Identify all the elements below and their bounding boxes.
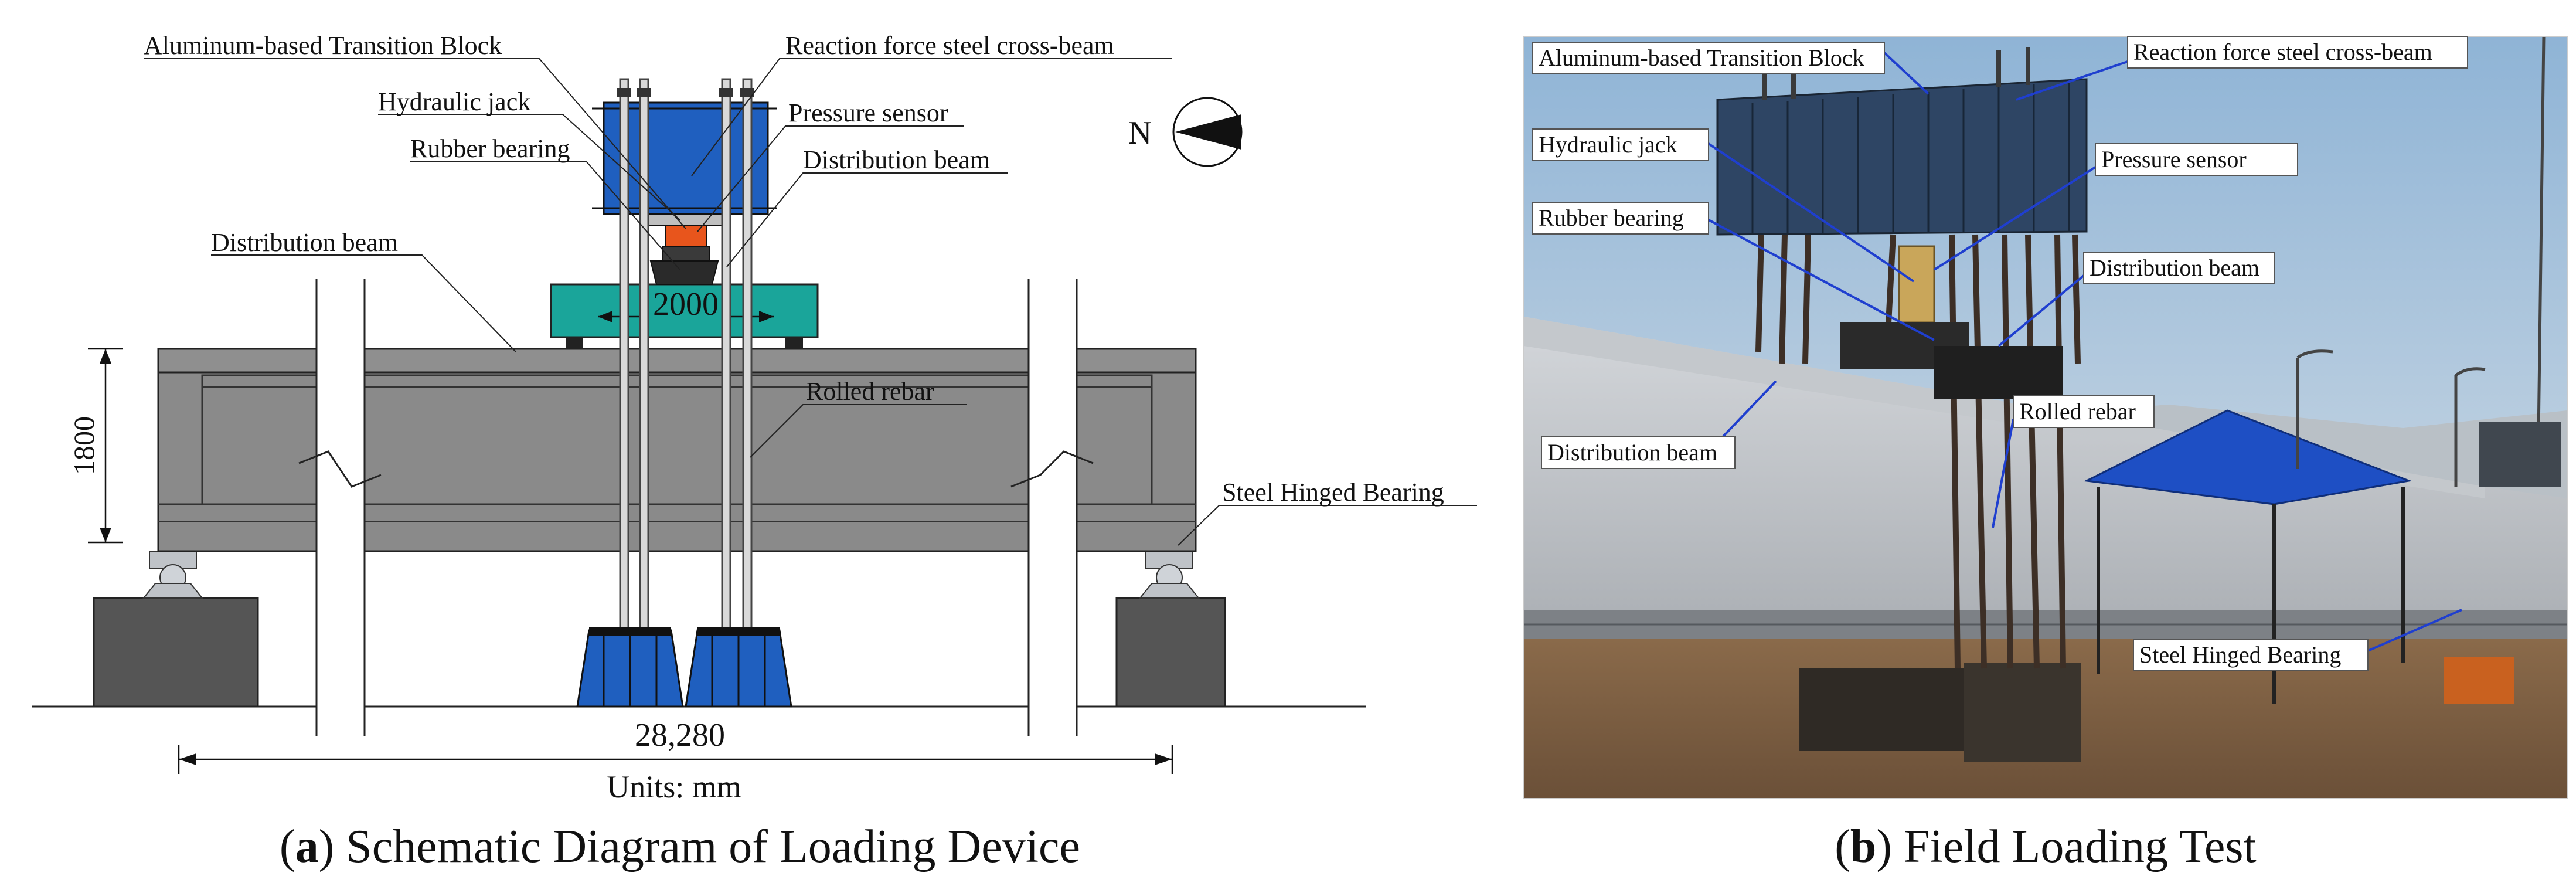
panel-a-leaders bbox=[144, 58, 1477, 546]
svg-text:Rolled rebar: Rolled rebar bbox=[2019, 398, 2136, 425]
rolled-rebars bbox=[619, 78, 753, 634]
ground-anchor-right bbox=[685, 627, 792, 708]
dim-2000-arrow-left bbox=[598, 311, 612, 322]
panel-b-field-photo: Aluminum-based Transition Block Reaction… bbox=[1523, 36, 2568, 872]
rubber-bearing bbox=[649, 260, 719, 285]
caption-b: (b) Field Loading Test bbox=[1835, 821, 2257, 872]
b-label-rubber-bearing: Rubber bearing bbox=[1532, 202, 1709, 235]
b-label-rolled-rebar: Rolled rebar bbox=[2013, 395, 2155, 428]
b-label-transition-block: Aluminum-based Transition Block bbox=[1532, 42, 1885, 74]
dim-1800-label: 1800 bbox=[67, 416, 100, 475]
panel-a-schematic: 2000 bbox=[32, 31, 1477, 872]
a-label-distribution-beam-main: Distribution beam bbox=[211, 228, 398, 257]
ground-anchor-left bbox=[576, 627, 684, 708]
left-hinged-bearing bbox=[142, 551, 204, 599]
caption-a: (a) Schematic Diagram of Loading Device bbox=[280, 821, 1080, 872]
dim-span-label: 28,280 bbox=[635, 717, 725, 753]
transition-block bbox=[662, 246, 710, 262]
b-label-pressure-sensor: Pressure sensor bbox=[2095, 143, 2298, 176]
photo-pit bbox=[1799, 668, 1987, 751]
north-arrow-icon bbox=[1175, 114, 1241, 150]
hydraulic-jack bbox=[647, 213, 724, 226]
svg-text:Aluminum-based Transition Bloc: Aluminum-based Transition Block bbox=[1539, 45, 1864, 71]
left-break-gap bbox=[298, 279, 382, 736]
a-label-rubber-bearing: Rubber bearing bbox=[410, 134, 570, 163]
upper-beam-foot-left bbox=[566, 337, 583, 349]
b-label-distribution-beam-upper: Distribution beam bbox=[2083, 252, 2275, 284]
right-hinged-bearing bbox=[1138, 551, 1200, 599]
right-pier bbox=[1115, 597, 1226, 708]
a-label-rolled-rebar: Rolled rebar bbox=[806, 377, 934, 406]
left-pier bbox=[93, 597, 259, 708]
photo-distribution-beam-2 bbox=[1934, 346, 2063, 399]
svg-text:Distribution beam: Distribution beam bbox=[2090, 254, 2259, 281]
reaction-cross-beam bbox=[603, 101, 769, 215]
right-break-gap bbox=[1010, 279, 1094, 736]
units-label: Units: mm bbox=[607, 769, 741, 804]
photo-orange-equipment bbox=[2444, 657, 2514, 704]
photo-tent-roof bbox=[2083, 409, 2412, 505]
b-label-reaction-beam: Reaction force steel cross-beam bbox=[2127, 36, 2468, 69]
rebar-nuts bbox=[617, 88, 754, 97]
dim-2000-arrow-right bbox=[759, 311, 774, 322]
a-label-reaction-beam: Reaction force steel cross-beam bbox=[785, 31, 1114, 60]
photo-anchor-base bbox=[1964, 663, 2081, 762]
photo-hydraulic-jack bbox=[1898, 245, 1935, 324]
dim-2000-label-bg bbox=[648, 287, 724, 321]
svg-text:Reaction force steel cross-bea: Reaction force steel cross-beam bbox=[2133, 39, 2432, 65]
a-label-distribution-beam-upper: Distribution beam bbox=[803, 145, 990, 174]
photo-frame bbox=[1523, 36, 2568, 799]
photo-girder bbox=[1524, 317, 2567, 610]
svg-text:Rubber bearing: Rubber bearing bbox=[1539, 205, 1684, 231]
photo-reaction-beam-stiffeners bbox=[1751, 82, 2070, 233]
photo-reaction-beam bbox=[1716, 78, 2088, 236]
a-label-hydraulic-jack: Hydraulic jack bbox=[378, 87, 530, 116]
a-label-pressure-sensor: Pressure sensor bbox=[788, 99, 948, 127]
dim-1800 bbox=[88, 348, 123, 544]
svg-text:Pressure sensor: Pressure sensor bbox=[2101, 146, 2247, 172]
upper-beam-foot-right bbox=[785, 337, 803, 349]
a-label-transition-block: Aluminum-based Transition Block bbox=[144, 31, 502, 60]
dim-2000-label: 2000 bbox=[653, 286, 719, 322]
b-label-distribution-beam-main: Distribution beam bbox=[1541, 436, 1736, 469]
svg-text:Hydraulic jack: Hydraulic jack bbox=[1539, 131, 1677, 158]
svg-text:Steel Hinged Bearing: Steel Hinged Bearing bbox=[2139, 641, 2341, 668]
svg-text:Distribution beam: Distribution beam bbox=[1547, 439, 1717, 466]
b-label-hydraulic-jack: Hydraulic jack bbox=[1532, 128, 1709, 161]
photo-lamp-posts bbox=[2296, 36, 2546, 487]
a-label-steel-hinged-bearing: Steel Hinged Bearing bbox=[1222, 478, 1444, 507]
panel-b-leaders bbox=[1707, 52, 2462, 652]
b-label-steel-hinged-bearing: Steel Hinged Bearing bbox=[2133, 639, 2369, 671]
dim-span bbox=[178, 745, 1173, 774]
photo-scaffold bbox=[2479, 422, 2561, 487]
north-label: N bbox=[1128, 115, 1152, 151]
